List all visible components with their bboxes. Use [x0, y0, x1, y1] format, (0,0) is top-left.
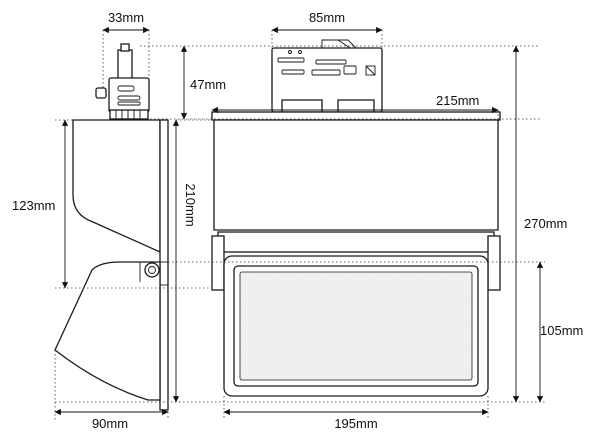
dim-side-upper-height: 123mm [12, 198, 55, 213]
dim-housing-length: 215mm [436, 93, 479, 108]
front-housing [211, 111, 501, 291]
side-housing [54, 119, 169, 411]
dimension-labels: 33mm 85mm 47mm 215mm 123mm 210mm 270mm 1… [12, 10, 583, 431]
dim-driver-width: 85mm [309, 10, 345, 25]
dim-side-total-height: 210mm [183, 183, 198, 226]
side-adapter [95, 43, 150, 120]
dim-overall-height: 270mm [524, 216, 567, 231]
side-view [54, 43, 169, 411]
dimension-lines [54, 26, 544, 416]
dim-lens-height: 105mm [540, 323, 583, 338]
dim-adapter-width: 33mm [108, 10, 144, 25]
front-view [211, 39, 501, 397]
dim-lens-width: 195mm [334, 416, 377, 431]
reference-lines [54, 30, 545, 420]
dim-adapter-height: 47mm [190, 77, 226, 92]
lens-head [223, 255, 489, 397]
dim-side-depth: 90mm [92, 416, 128, 431]
driver-box [271, 39, 383, 113]
